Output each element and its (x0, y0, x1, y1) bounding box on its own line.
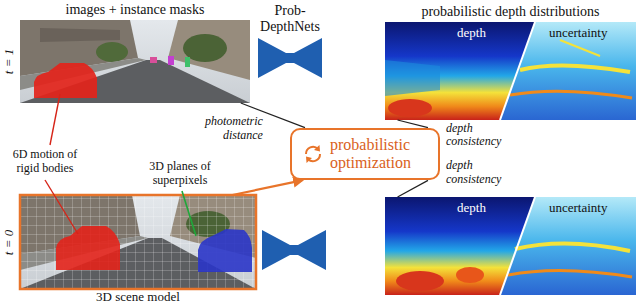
cycle-arrowhead (306, 157, 312, 164)
depth-map: depth uncertainty (385, 197, 636, 295)
depth-map-image (385, 22, 636, 120)
network-symbol: Prob- DepthNets (258, 38, 322, 78)
box-text: probabilistic optimization (330, 136, 428, 173)
depth-map: probabilistic depth distributionsdepthun… (385, 22, 636, 120)
connector (232, 180, 302, 195)
connector-label: photometric distance (191, 115, 263, 143)
time-label: t = 0 (3, 229, 18, 254)
leader-line (182, 191, 196, 236)
scene-model-image (20, 195, 256, 289)
leader-line (45, 180, 78, 234)
connector-label: depth consistency (446, 159, 518, 187)
callout-label: 3D planes of superpixels (138, 160, 222, 188)
cycle-icon (302, 143, 324, 165)
connector (398, 180, 428, 197)
image-panel: t = 03D scene model (20, 195, 256, 289)
cycle-arrowhead (314, 145, 320, 152)
panel-heading: images + instance masks (66, 2, 205, 18)
panel-heading: probabilistic depth distributions (421, 4, 599, 20)
network-symbol (258, 38, 322, 78)
connector (398, 120, 428, 128)
network-symbol (262, 230, 326, 270)
leader-line (50, 94, 60, 145)
map-label: depth (457, 201, 486, 216)
network-label: Prob- DepthNets (252, 3, 328, 35)
map-label: depth (457, 26, 486, 41)
street-image (20, 20, 250, 103)
callout-label: 6D motion of rigid bodies (4, 148, 86, 176)
panel-heading: 3D scene model (96, 290, 180, 305)
depth-map-image (385, 197, 636, 295)
image-panel: images + instance maskst = 1 (20, 20, 250, 103)
connector-label: depth consistency (446, 122, 518, 150)
optimization-box: probabilistic optimization (290, 128, 440, 181)
map-label: uncertainty (549, 26, 607, 41)
map-label: uncertainty (549, 201, 607, 216)
time-label: t = 1 (3, 49, 18, 74)
